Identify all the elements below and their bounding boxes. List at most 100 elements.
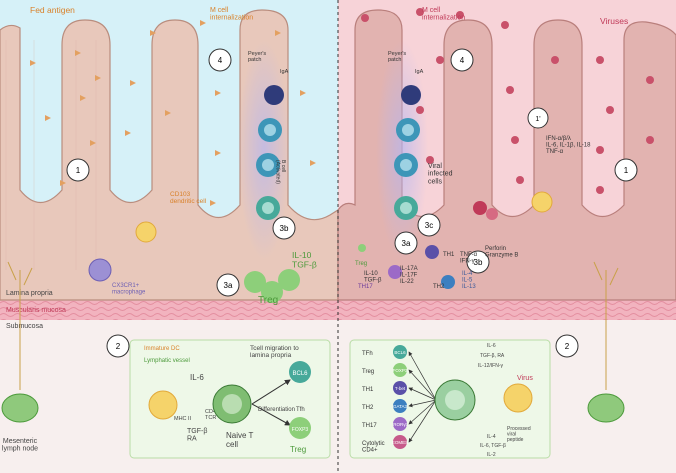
cx3cr1-macrophage: CX3CR1+macrophage [88, 258, 146, 296]
right-dendritic-cell [531, 191, 553, 213]
svg-text:Naive Tcell: Naive Tcell [226, 431, 254, 449]
differentiation-arrow [408, 351, 437, 401]
mesenteric-lymph-node-right [587, 261, 625, 423]
svg-text:IL-4IL-5IL-13: IL-4IL-5IL-13 [462, 271, 476, 290]
svg-text:Treg: Treg [290, 445, 306, 454]
transcription-factor-badge [393, 399, 407, 413]
svg-text:IgA: IgA [280, 69, 289, 75]
svg-text:TGF-βRA: TGF-βRA [187, 428, 207, 443]
svg-text:IL-12/IFN-γ: IL-12/IFN-γ [478, 363, 504, 369]
differentiation-arrow [408, 369, 437, 401]
differentiation-arrow [408, 399, 437, 425]
svg-text:IgA: IgA [415, 69, 424, 75]
svg-text:MHC II: MHC II [174, 416, 192, 422]
svg-text:IL-4: IL-4 [487, 434, 496, 440]
svg-text:TH17: TH17 [358, 284, 373, 290]
svg-text:3b: 3b [474, 258, 483, 267]
transcription-factor-badge [393, 381, 407, 395]
svg-text:Treg: Treg [355, 261, 367, 267]
muscularis-band [0, 300, 676, 320]
transcription-factor-badge [393, 363, 407, 377]
svg-text:Virus: Virus [517, 375, 533, 382]
muscularis-label: Muscularis mucosa [6, 307, 66, 314]
lamina-propria-label: Lamina propria [6, 290, 53, 297]
virus-particles [361, 8, 654, 194]
svg-text:B cell(Activated): B cell(Activated) [275, 160, 287, 184]
svg-text:1: 1 [624, 166, 629, 175]
svg-text:4: 4 [218, 56, 223, 65]
transcription-factor-label: RORγt [393, 422, 407, 427]
transcription-factor-label: FOXP3 [393, 368, 408, 373]
svg-text:IL-2: IL-2 [487, 452, 496, 458]
th-row-label: TH17 [362, 423, 377, 429]
svg-text:1: 1 [76, 166, 81, 175]
submucosa-label: Submucosa [6, 323, 43, 330]
transcription-factor-label: T-bet [395, 386, 406, 391]
svg-text:3b: 3b [280, 224, 289, 233]
svg-text:1': 1' [535, 116, 540, 123]
svg-text:FOXP3: FOXP3 [292, 427, 309, 433]
th-row-label: TH2 [362, 405, 374, 411]
differentiation-arrow [408, 387, 437, 401]
svg-text:TH1: TH1 [443, 252, 455, 258]
viruses-label: Viruses [600, 16, 628, 26]
differentiation-arrow [408, 399, 437, 443]
svg-text:IL-6: IL-6 [190, 373, 204, 382]
svg-text:3c: 3c [425, 221, 433, 230]
svg-text:TGF-β, RA: TGF-β, RA [480, 353, 505, 359]
svg-text:4: 4 [460, 56, 465, 65]
svg-text:2: 2 [116, 342, 121, 351]
svg-text:Lymphatic vessel: Lymphatic vessel [144, 358, 190, 364]
fed-antigen-label: Fed antigen [30, 5, 75, 15]
svg-text:IL-6: IL-6 [487, 343, 496, 349]
svg-text:3a: 3a [224, 281, 233, 290]
th-row-label: TFh [362, 351, 373, 357]
transcription-factor-label: BCL6 [394, 350, 406, 355]
svg-text:3a: 3a [402, 239, 411, 248]
svg-text:Immature DC: Immature DC [144, 346, 180, 352]
step-markers: 1 4 4 1 1' 3b 3a 3c 3a 3b 2 2 [66, 48, 638, 358]
svg-text:CX3CR1+macrophage: CX3CR1+macrophage [112, 283, 146, 296]
svg-text:Treg: Treg [258, 295, 278, 306]
transcription-factor-badge [393, 345, 407, 359]
transcription-factor-label: EOMES [392, 440, 408, 445]
svg-text:IL-6, TGF-β: IL-6, TGF-β [480, 443, 506, 449]
left-naive-t-panel: Immature DC Lymphatic vessel Tcell migra… [129, 339, 331, 459]
th-row-label: Treg [362, 369, 374, 375]
transcription-factor-badge [393, 417, 407, 431]
svg-text:2: 2 [565, 342, 570, 351]
transcription-factor-badge [393, 435, 407, 449]
svg-text:Tfh: Tfh [296, 407, 305, 413]
differentiation-arrow [408, 399, 437, 408]
svg-text:Differentiation: Differentiation [258, 407, 295, 413]
svg-text:TH2: TH2 [433, 284, 445, 290]
